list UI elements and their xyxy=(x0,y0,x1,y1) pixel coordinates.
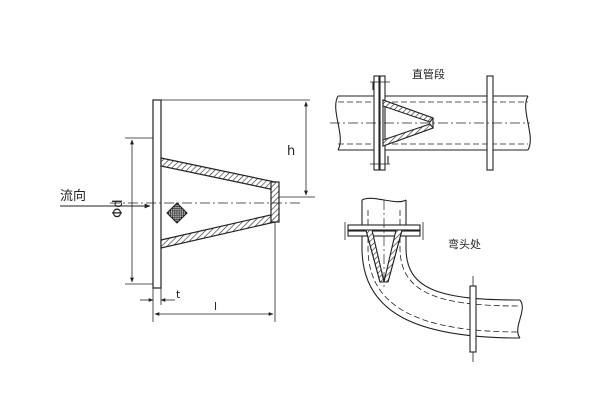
straight-pipe-section xyxy=(330,75,531,171)
cone-filter-main-view xyxy=(110,99,310,289)
thickness-length-dimensions xyxy=(140,222,276,322)
length-label: l xyxy=(214,300,217,313)
diameter-dimension xyxy=(125,137,153,285)
flow-direction-group: 流向 xyxy=(60,188,151,209)
flange-plate xyxy=(152,99,162,289)
elbow-pipe-section xyxy=(344,197,523,362)
height-label: h xyxy=(287,144,295,159)
diameter-label: Φd xyxy=(111,200,126,218)
straight-section-label: 直管段 xyxy=(412,67,445,81)
elbow-section-label: 弯头处 xyxy=(448,237,481,251)
flow-direction-label: 流向 xyxy=(60,188,86,204)
cone-wall-upper xyxy=(160,157,276,191)
thickness-label: t xyxy=(176,288,181,301)
cone-tip-plate xyxy=(270,181,280,223)
mesh-icon xyxy=(166,202,188,224)
height-dimension xyxy=(279,101,315,198)
